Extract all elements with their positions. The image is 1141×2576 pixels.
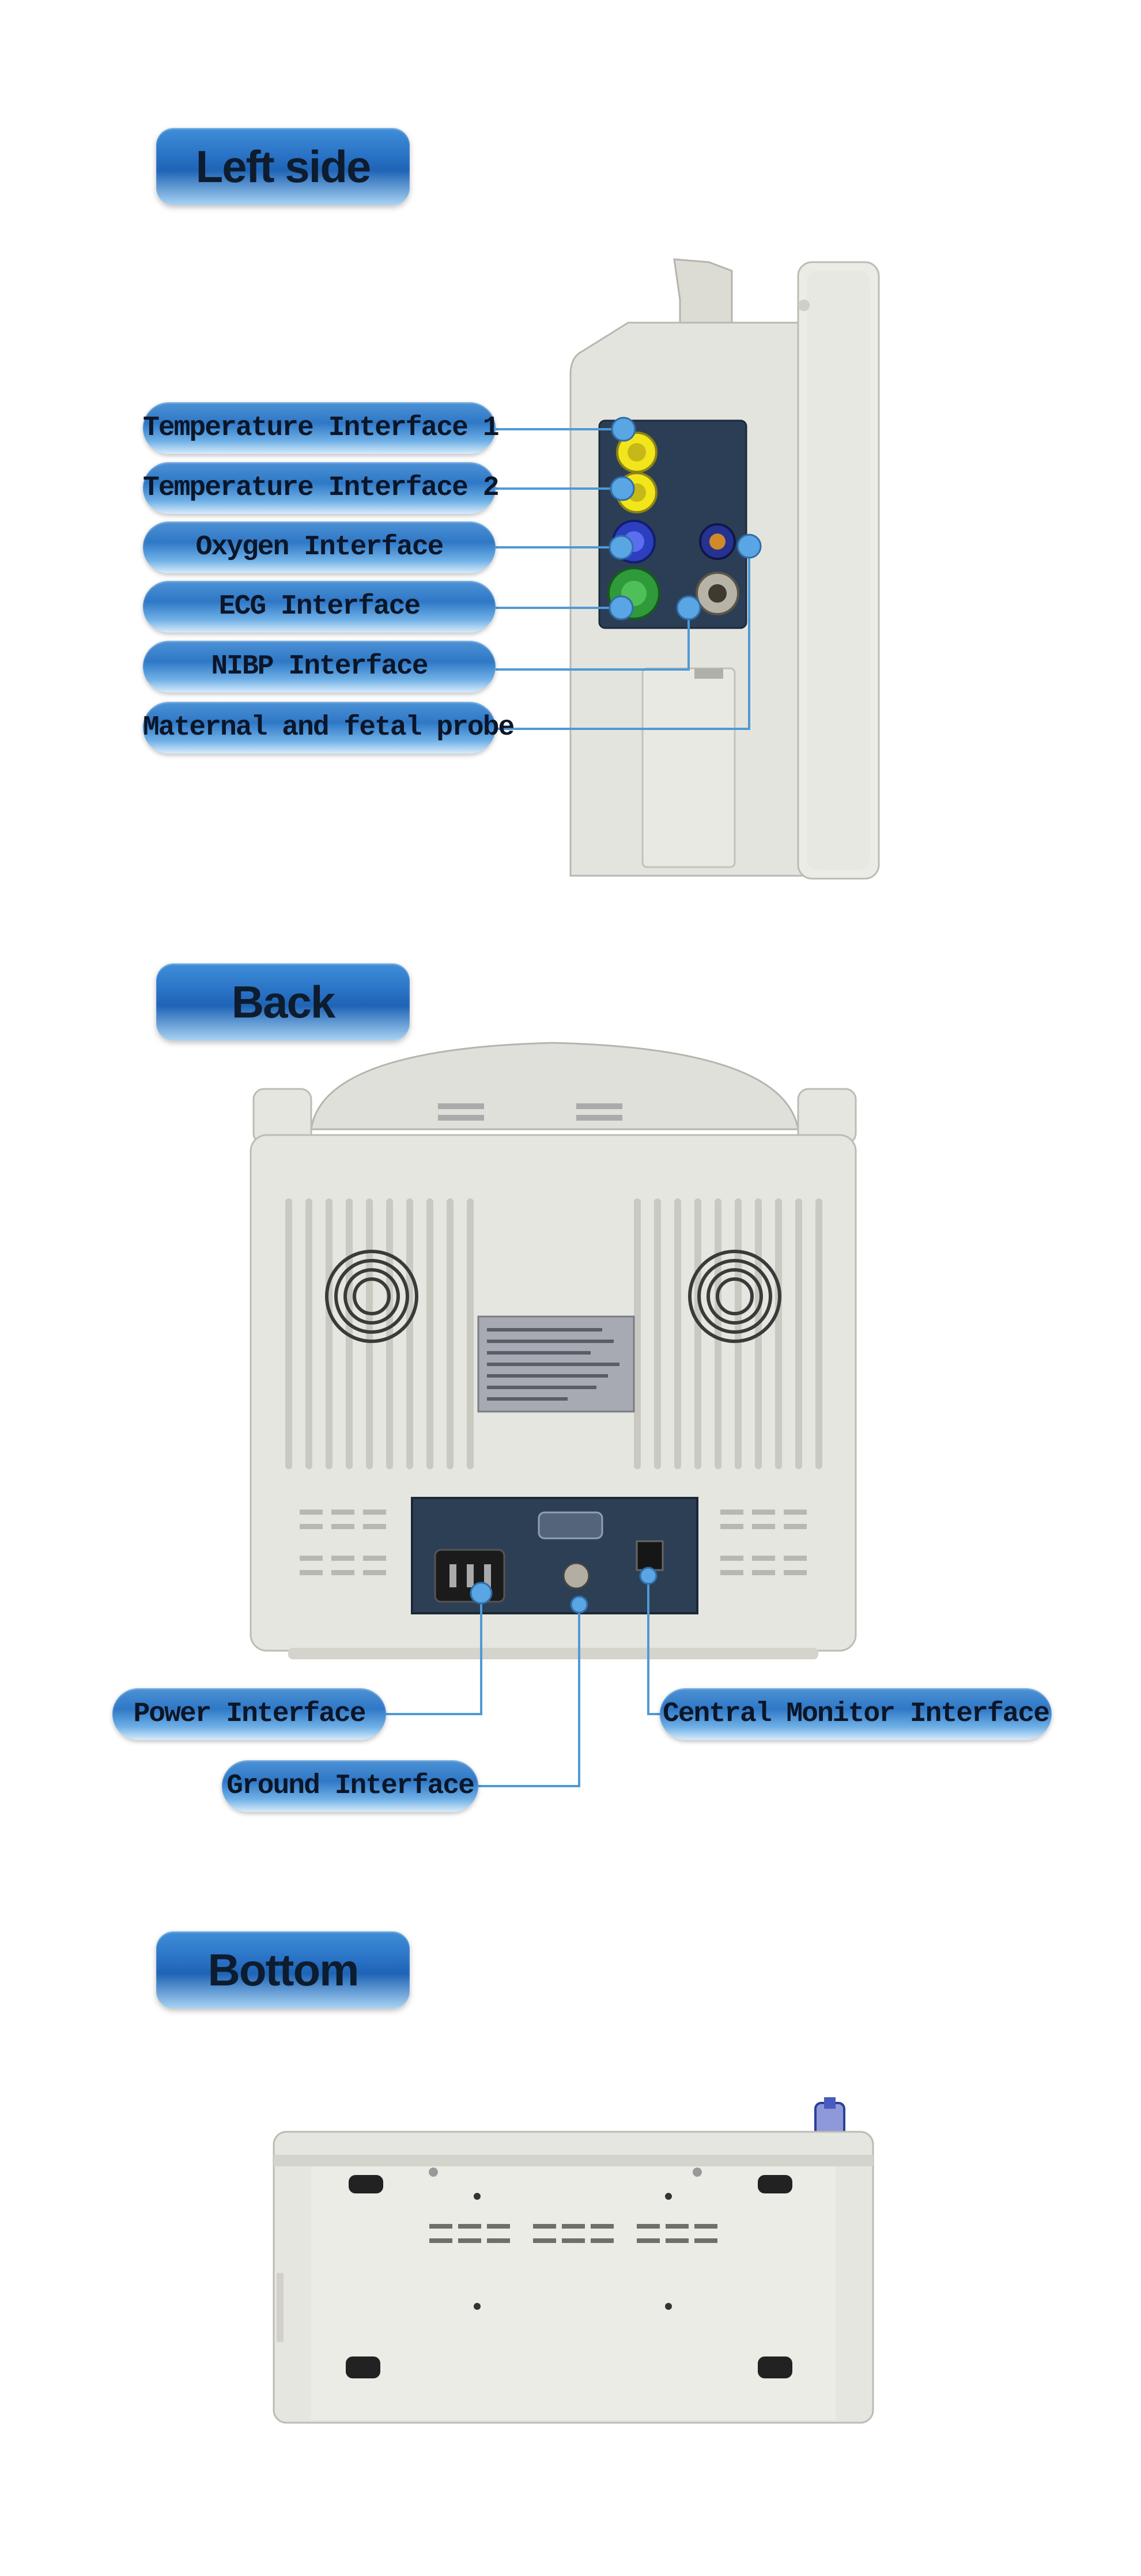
heading-back: Back <box>156 963 410 1041</box>
heading-bottom: Bottom <box>156 1931 410 2008</box>
label-power-interface: Power Interface <box>112 1688 386 1740</box>
label-ecg-interface: ECG Interface <box>143 581 496 633</box>
nibp-port-blue <box>699 523 736 560</box>
label-maternal-and-fetal-probe: Maternal and fetal probe <box>143 702 515 754</box>
left-leader-lines <box>496 417 762 730</box>
label-ground-interface: Ground Interface <box>222 1760 478 1812</box>
label-central-monitor-interface: Central Monitor Interface <box>660 1688 1052 1740</box>
heading-left-side: Left side <box>156 128 410 205</box>
probe-port-silver <box>696 572 739 615</box>
label-oxygen-interface: Oxygen Interface <box>143 521 496 573</box>
temperature-port-1 <box>616 432 658 473</box>
label-nibp-interface: NIBP Interface <box>143 641 496 693</box>
label-temperature-interface-1: Temperature Interface 1 <box>143 402 500 454</box>
label-temperature-interface-2: Temperature Interface 2 <box>143 462 500 514</box>
